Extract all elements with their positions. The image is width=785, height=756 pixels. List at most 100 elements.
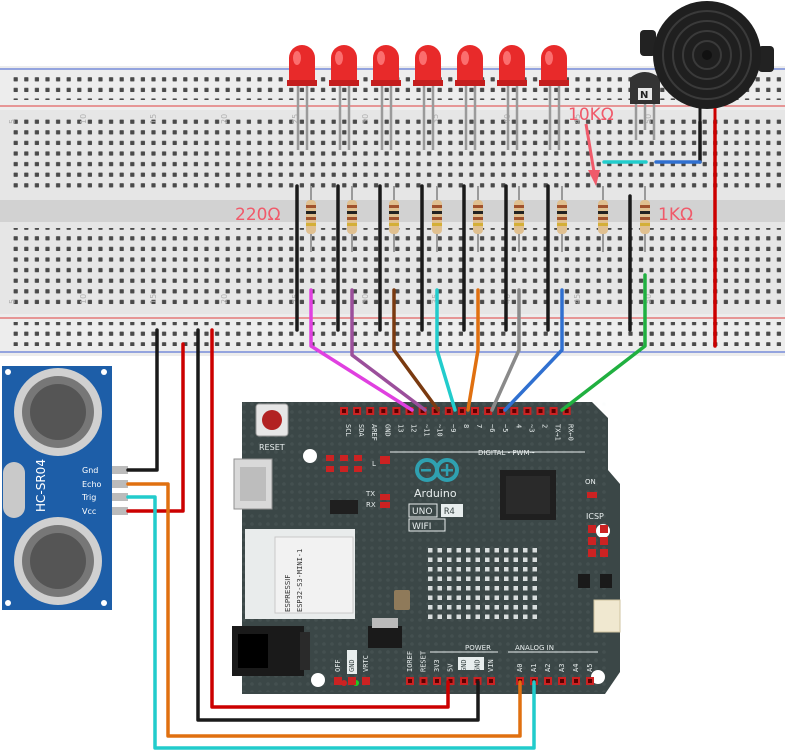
matrix-pixel	[428, 548, 433, 553]
wire-red-sensor-vcc	[126, 342, 185, 513]
matrix-pixel	[447, 567, 452, 572]
icsp-pin[interactable]	[588, 537, 596, 545]
matrix-pixel	[466, 548, 471, 553]
matrix-pixel	[523, 576, 528, 581]
sensor-pin-header[interactable]	[112, 466, 128, 515]
pin-label: A3	[558, 664, 566, 672]
icsp-pin[interactable]	[588, 525, 596, 533]
on-led	[587, 492, 597, 498]
smd-led	[354, 466, 362, 472]
led-row	[287, 45, 569, 150]
column-number: 5	[8, 299, 17, 304]
matrix-pixel	[513, 567, 518, 572]
reset-button[interactable]	[255, 403, 289, 437]
red-led	[287, 45, 317, 150]
pin-label: 3V3	[433, 659, 441, 672]
matrix-pixel	[466, 567, 471, 572]
sensor-pin-label: Echo	[82, 480, 102, 489]
wire-black-sensor-gnd	[126, 328, 159, 472]
pin-label: A0	[516, 664, 524, 672]
matrix-pixel	[475, 548, 480, 553]
matrix-pixel	[447, 557, 452, 562]
icsp-pin[interactable]	[600, 549, 608, 557]
pin-label: ~5	[501, 424, 509, 432]
wire-orange-sensor-echo	[126, 482, 522, 738]
label-10k-ohm: 10KΩ	[568, 105, 614, 125]
tx-label: TX	[365, 490, 375, 498]
column-number: 30	[361, 114, 370, 124]
sensor-pin[interactable]	[112, 480, 128, 488]
smd-led	[326, 455, 334, 461]
pointer-arrow	[584, 123, 600, 186]
resistor	[306, 186, 316, 252]
wire-purple-pin12	[350, 288, 427, 412]
matrix-pixel	[475, 567, 480, 572]
column-number: 10	[79, 114, 88, 124]
matrix-pixel	[485, 557, 490, 562]
matrix-pixel	[494, 605, 499, 610]
matrix-pixel	[485, 595, 490, 600]
matrix-pixel	[437, 586, 442, 591]
wire-green-pin2	[560, 273, 647, 412]
rtc-led	[341, 680, 347, 686]
icsp-pin[interactable]	[600, 525, 608, 533]
icsp-pin[interactable]	[600, 537, 608, 545]
led-matrix	[428, 548, 537, 619]
red-led	[539, 45, 569, 150]
led-ground-wires	[295, 184, 550, 332]
matrix-pixel	[437, 567, 442, 572]
matrix-pixel	[485, 605, 490, 610]
pin-label: ~3	[527, 424, 535, 432]
matrix-pixel	[466, 595, 471, 600]
matrix-pixel	[466, 586, 471, 591]
column-number: 20	[220, 294, 229, 304]
qwiic-connector[interactable]	[593, 599, 621, 633]
reset-label: RESET	[259, 443, 285, 452]
matrix-pixel	[494, 557, 499, 562]
matrix-pixel	[494, 614, 499, 619]
pin-label: SCL	[344, 424, 352, 437]
sensor-pin[interactable]	[112, 507, 128, 515]
sensor-pin-label: Trig	[81, 493, 96, 502]
pin-label: 4	[514, 424, 522, 428]
matrix-pixel	[475, 614, 480, 619]
crystal	[394, 590, 410, 610]
icsp-pin[interactable]	[588, 549, 596, 557]
matrix-pixel	[494, 567, 499, 572]
matrix-pixel	[485, 567, 490, 572]
wire-black-gnd-board	[196, 328, 480, 722]
matrix-pixel	[428, 614, 433, 619]
matrix-pixel	[485, 586, 490, 591]
icsp-header[interactable]	[588, 525, 608, 557]
matrix-pixel	[447, 614, 452, 619]
matrix-pixel	[456, 548, 461, 553]
matrix-pixel	[532, 576, 537, 581]
matrix-pixel	[494, 586, 499, 591]
power-label: POWER	[465, 644, 491, 652]
matrix-pixel	[494, 576, 499, 581]
voltage-regulator	[368, 626, 402, 648]
digital-pin-header[interactable]	[340, 407, 571, 415]
sensor-pin[interactable]	[112, 466, 128, 474]
red-led	[371, 45, 401, 150]
pin-label: IOREF	[406, 651, 414, 672]
red-led	[455, 45, 485, 150]
wire-cyan-sensor-trig	[126, 495, 536, 750]
icsp-label: ICSP	[586, 512, 604, 521]
header-pin[interactable]	[334, 677, 342, 685]
pin-label: 5V	[447, 663, 455, 672]
resistor-row	[306, 186, 650, 252]
matrix-pixel	[513, 548, 518, 553]
matrix-pixel	[485, 576, 490, 581]
header-pin[interactable]	[348, 677, 356, 685]
pin-label: 2	[541, 424, 549, 428]
header-pin[interactable]	[362, 677, 370, 685]
smd-led	[354, 455, 362, 461]
sensor-pin[interactable]	[112, 493, 128, 501]
esp32-module: ESPRESSIF ESP32-S3-MINI-1	[245, 529, 355, 619]
matrix-pixel	[504, 576, 509, 581]
matrix-pixel	[532, 567, 537, 572]
power-jack[interactable]	[232, 626, 310, 676]
